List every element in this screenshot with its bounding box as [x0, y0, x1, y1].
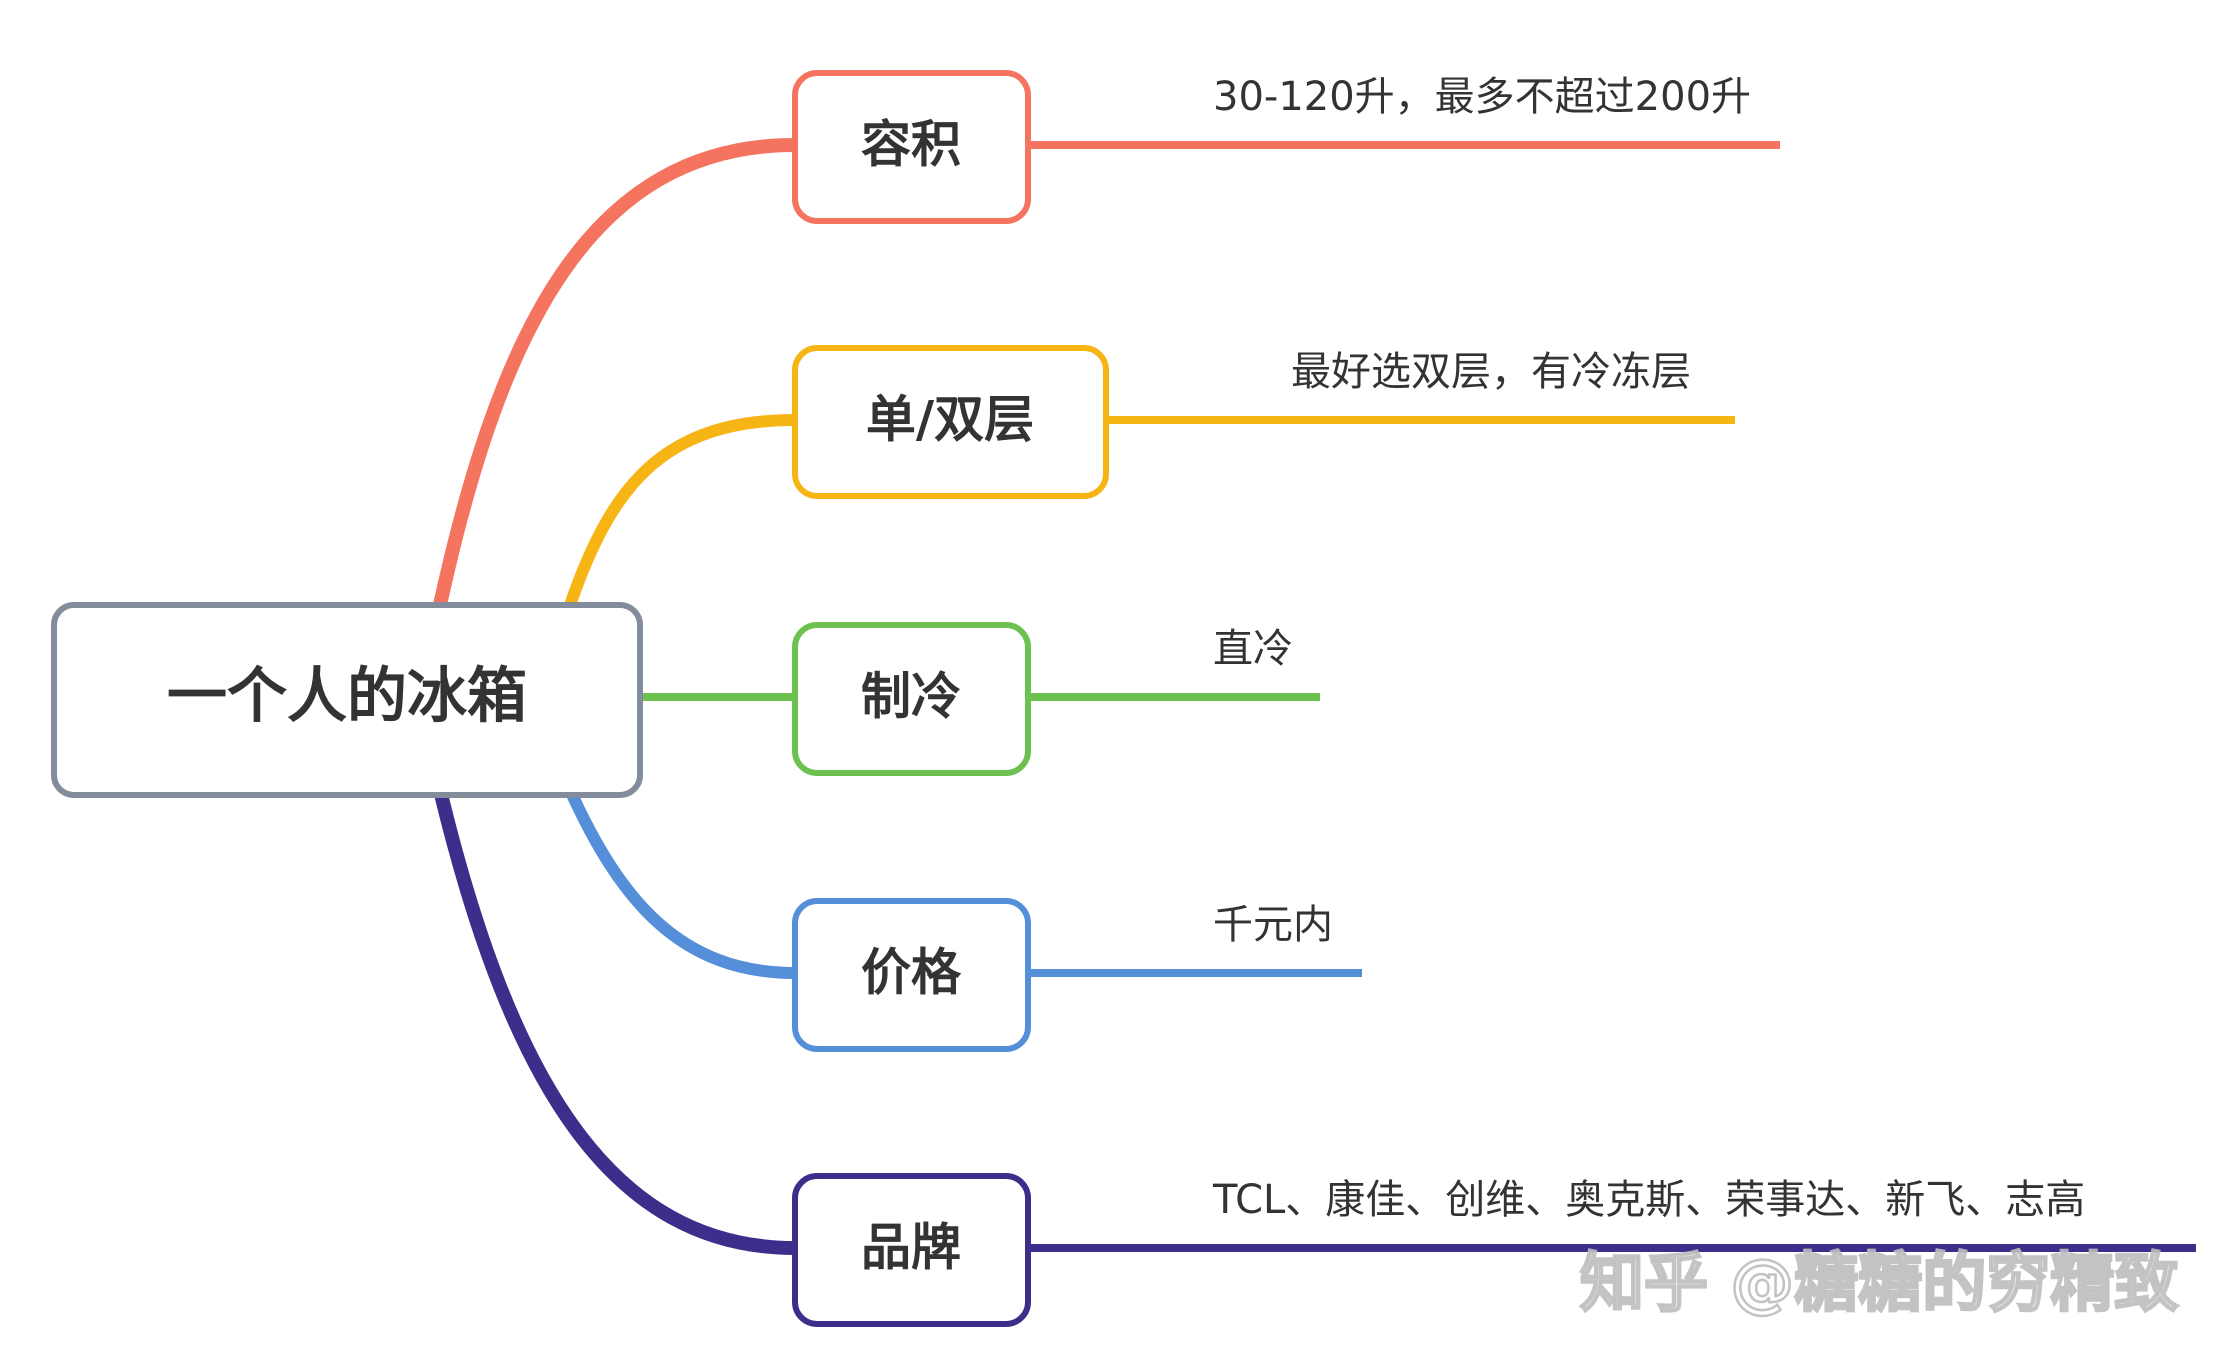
detail-text-brand: TCL、康佳、创维、奥克斯、荣事达、新飞、志高 — [1212, 1177, 2085, 1223]
watermark-text: 知乎 @糖糖的穷精致 — [1580, 1247, 2178, 1321]
branch-node-cooling[interactable]: 制冷 — [792, 622, 1031, 776]
connector-capacity — [433, 138, 802, 612]
detail-text-layers: 最好选双层，有冷冻层 — [1291, 349, 1691, 395]
branch-node-box — [792, 1173, 1031, 1327]
branch-node-label: 容积 — [861, 116, 961, 174]
connector-brand — [433, 783, 802, 1255]
branch-node-box — [792, 70, 1031, 224]
branch-node-brand[interactable]: 品牌 — [792, 1173, 1031, 1327]
detail-text-cooling: 直冷 — [1213, 626, 1293, 672]
detail-texts: 30-120升，最多不超过200升 最好选双层，有冷冻层 直冷 千元内 TCL、… — [1212, 74, 2085, 1223]
detail-text-capacity: 30-120升，最多不超过200升 — [1213, 74, 1751, 120]
branch-node-layers[interactable]: 单/双层 — [792, 345, 1109, 499]
detail-text-price: 千元内 — [1213, 902, 1333, 948]
branch-node-label: 制冷 — [861, 668, 961, 726]
branch-node-price[interactable]: 价格 — [792, 898, 1031, 1052]
branch-node-label: 单/双层 — [866, 391, 1034, 449]
branch-node-label: 品牌 — [861, 1219, 961, 1277]
connector-price — [564, 784, 801, 979]
branch-node-label: 价格 — [861, 944, 962, 1002]
branch-node-capacity[interactable]: 容积 — [792, 70, 1031, 224]
root-node-box — [51, 602, 643, 798]
root-node[interactable]: 一个人的冰箱 — [51, 602, 643, 798]
branch-node-box — [792, 345, 1109, 499]
branch-node-box — [792, 622, 1031, 776]
connector-layers — [564, 414, 801, 611]
connectors — [433, 138, 802, 1255]
detail-lines — [1028, 141, 2196, 1252]
branch-node-box — [792, 898, 1031, 1052]
root-node-label: 一个人的冰箱 — [167, 662, 527, 732]
